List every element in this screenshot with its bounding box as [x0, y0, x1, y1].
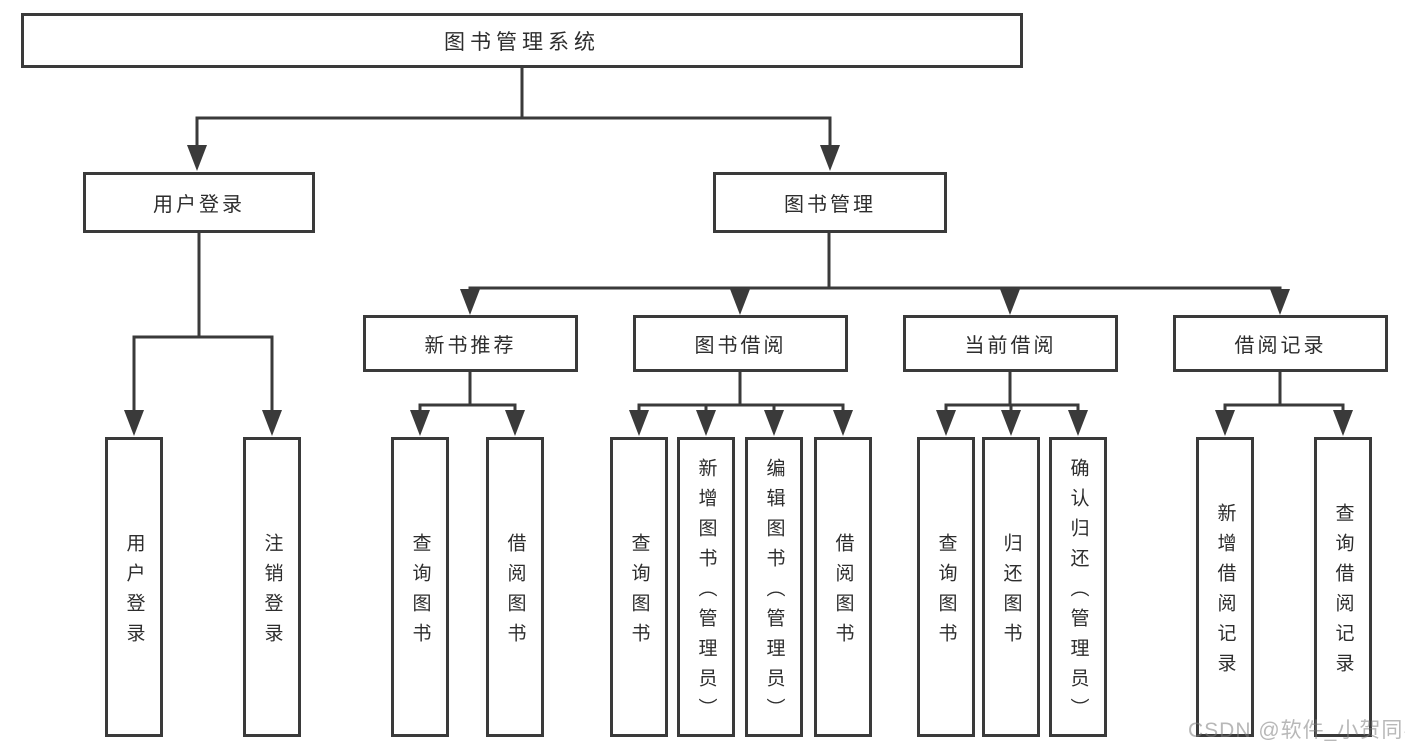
node-label: 图书管理 — [784, 194, 876, 216]
csdn-watermark: CSDN @软件_小贺同学 — [1188, 719, 1405, 742]
node-borrow-records: 借阅记录 — [1173, 315, 1388, 372]
node-label: 图书借阅 — [694, 335, 787, 357]
leaf-label: 归还图书 — [1000, 532, 1022, 653]
leaf-query-books-recommend: 查询图书 — [391, 437, 449, 737]
node-label: 用户登录 — [153, 194, 245, 216]
leaf-label: 查询图书 — [628, 532, 650, 653]
node-label: 当前借阅 — [964, 335, 1057, 357]
leaf-label: 查询借阅记录 — [1332, 502, 1354, 683]
leaf-label: 新增借阅记录 — [1214, 502, 1236, 683]
leaf-label: 用户登录 — [123, 532, 145, 653]
node-new-book-recommend: 新书推荐 — [363, 315, 578, 372]
leaf-user-login: 用户登录 — [105, 437, 163, 737]
leaf-label: 借阅图书 — [504, 532, 526, 653]
leaf-label: 查询图书 — [935, 532, 957, 653]
node-user-login: 用户登录 — [83, 172, 315, 233]
leaf-label: 新增图书（管理员） — [695, 457, 717, 728]
node-book-borrow: 图书借阅 — [633, 315, 848, 372]
node-label: 新书推荐 — [424, 335, 517, 357]
leaf-return-books: 归还图书 — [982, 437, 1040, 737]
leaf-query-borrow-record: 查询借阅记录 — [1314, 437, 1372, 737]
node-library-management-system: 图书管理系统 — [21, 13, 1023, 68]
leaf-borrow-books: 借阅图书 — [814, 437, 872, 737]
leaf-logout: 注销登录 — [243, 437, 301, 737]
node-label: 图书管理系统 — [444, 30, 600, 54]
node-label: 借阅记录 — [1234, 335, 1327, 357]
leaf-add-books-admin: 新增图书（管理员） — [677, 437, 735, 737]
leaf-query-books-borrow: 查询图书 — [610, 437, 668, 737]
leaf-label: 注销登录 — [261, 532, 283, 653]
leaf-label: 借阅图书 — [832, 532, 854, 653]
leaf-label: 确认归还（管理员） — [1067, 457, 1089, 728]
leaf-query-books-current: 查询图书 — [917, 437, 975, 737]
leaf-add-borrow-record: 新增借阅记录 — [1196, 437, 1254, 737]
leaf-edit-books-admin: 编辑图书（管理员） — [745, 437, 803, 737]
leaf-confirm-return-admin: 确认归还（管理员） — [1049, 437, 1107, 737]
leaf-borrow-books-recommend: 借阅图书 — [486, 437, 544, 737]
leaf-label: 编辑图书（管理员） — [763, 457, 785, 728]
leaf-label: 查询图书 — [409, 532, 431, 653]
node-book-management: 图书管理 — [713, 172, 947, 233]
node-current-borrow: 当前借阅 — [903, 315, 1118, 372]
